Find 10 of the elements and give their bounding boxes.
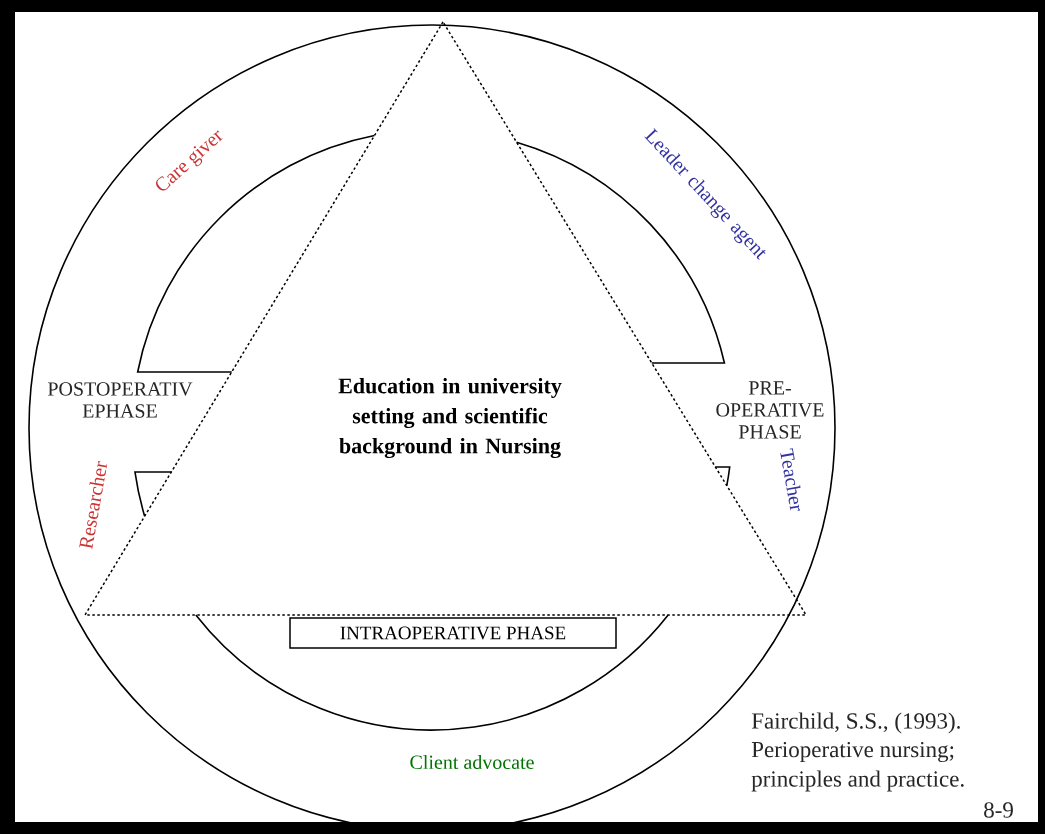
citation-text: Perioperative nursing; [751,741,954,763]
role-label: Researcher [79,460,108,550]
phase-label: PRE- OPERATIVE PHASE [716,381,824,439]
citation-text: Fairchild, S.S., (1993). [751,712,960,734]
phase-label: POSTOPERATIV EPHASE [48,382,193,418]
role-label: Client advocate [410,754,534,769]
role-label: Teacher [780,448,801,511]
citation-text: principles and practice. [751,770,964,792]
citation-text: 8-9 [984,802,1013,818]
phase-box: INTRAOPERATIVE PHASE [289,617,617,649]
